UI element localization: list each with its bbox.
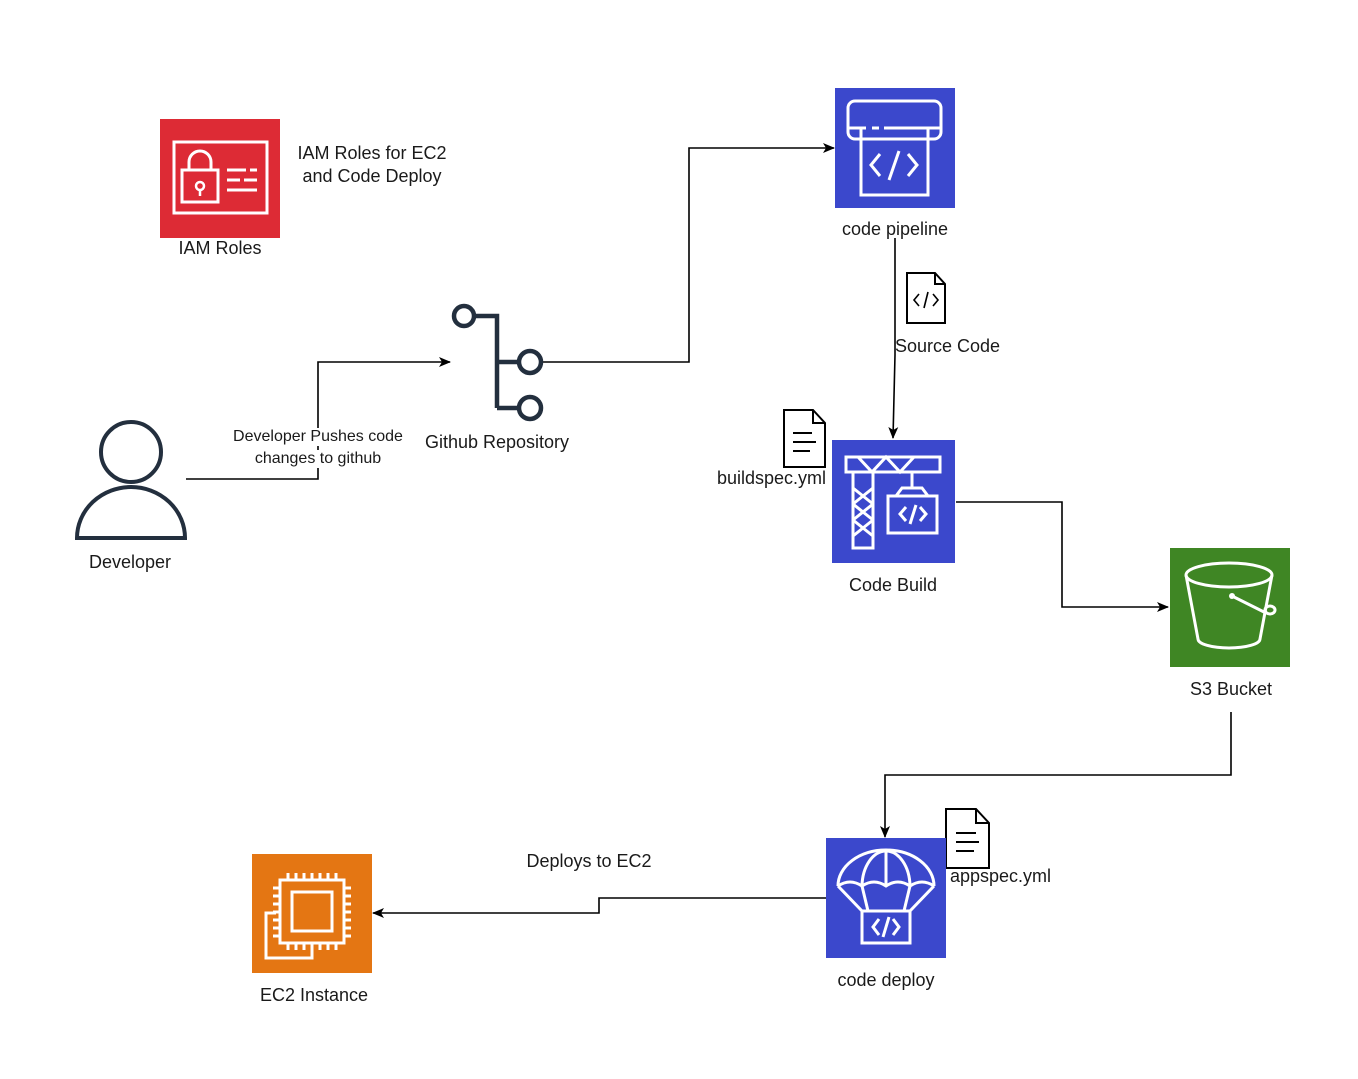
codebuild-icon <box>832 440 955 563</box>
code-build-label: Code Build <box>848 575 938 595</box>
codedeploy-icon <box>826 838 946 958</box>
push-note-line2: changes to github <box>240 450 396 468</box>
ec2-instance-label: EC2 Instance <box>259 985 369 1005</box>
file-icon <box>783 409 826 468</box>
file-icon <box>945 808 990 869</box>
iam-note-line1: IAM Roles for EC2 <box>297 143 447 163</box>
github-repository-label: Github Repository <box>424 432 570 452</box>
connector-pipeline-to-build <box>893 238 895 438</box>
appspec-label: appspec.yml <box>950 866 1052 886</box>
s3-bucket-label: S3 Bucket <box>1189 679 1273 699</box>
connector-github-to-pipeline <box>542 143 835 363</box>
code-pipeline-label: code pipeline <box>841 219 949 239</box>
connector-s3-to-deploy <box>880 712 1232 838</box>
connector-deploy-to-ec2 <box>372 897 826 918</box>
source-code-label: Source Code <box>895 336 1001 356</box>
code-file-icon <box>906 272 946 324</box>
iam-roles-icon <box>160 119 280 238</box>
codepipeline-icon <box>835 88 955 208</box>
git-branch-icon <box>451 303 544 422</box>
ec2-instance-icon <box>252 854 372 973</box>
code-deploy-label: code deploy <box>837 970 935 990</box>
connector-developer-to-github <box>186 357 451 480</box>
s3-bucket-icon <box>1170 548 1290 667</box>
user-icon <box>74 420 188 540</box>
iam-note-line2: and Code Deploy <box>302 166 442 186</box>
deploys-to-ec2-label: Deploys to EC2 <box>526 851 652 871</box>
push-note-line1: Developer Pushes code <box>224 428 412 446</box>
iam-roles-label: IAM Roles <box>178 238 262 258</box>
connector-build-to-s3 <box>956 501 1169 612</box>
developer-label: Developer <box>88 552 172 572</box>
buildspec-label: buildspec.yml <box>717 468 827 488</box>
